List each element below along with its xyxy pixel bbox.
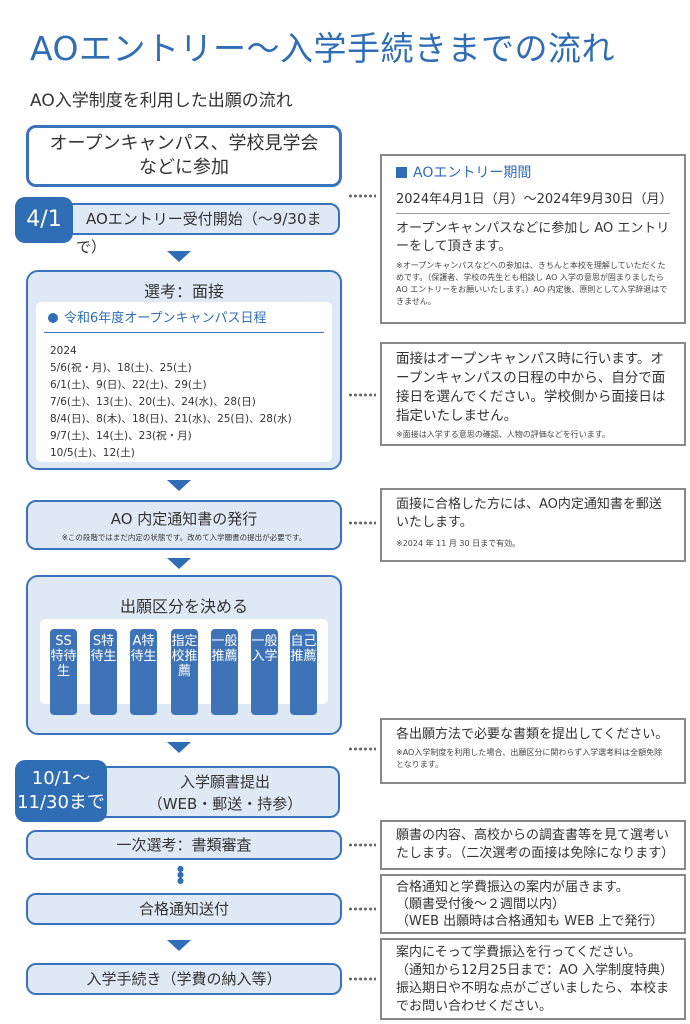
application-date-badge: 10/1〜 11/30まで — [15, 760, 107, 822]
enrollment-label: 入学手続き（学費の納入等） — [86, 970, 282, 988]
flow-arrow — [167, 480, 191, 491]
payment-line2: （通知から12月25日まで：AO 入学制度特典） — [396, 963, 674, 978]
category-s-scholar: S特待生 — [90, 629, 117, 715]
documents-note-box: 各出願方法で必要な書類を提出してください。 ※AO入学制度を利用した場合、出願区… — [380, 718, 686, 784]
schedule-panel: 令和6年度オープンキャンパス日程 2024 5/6(祝・月)、18(土)、25(… — [36, 302, 332, 462]
category-general-recommend: 一般推薦 — [211, 629, 238, 715]
first-screening-label: 一次選考：書類審査 — [116, 836, 252, 854]
period-range: 2024年4月1日（月）〜2024年9月30日（月） — [396, 192, 673, 207]
schedule-date-row: 9/7(土)、14(土)、23(祝・月) — [50, 430, 192, 442]
dotted-connector — [348, 977, 376, 981]
application-line1: 入学願書提出 — [179, 773, 270, 791]
review-text: 願書の内容、高校からの調査書等を見て選考いたします。（二次選考の面接は免除になり… — [396, 828, 675, 861]
period-note-box: AOエントリー期間 2024年4月1日（月）〜2024年9月30日（月） オープ… — [380, 154, 686, 324]
documents-small: ※AO入学制度を利用した場合、出願区分に関わらず入学選考料は全額免除となります。 — [396, 748, 663, 769]
bullet-dot-icon — [48, 313, 58, 323]
entry-date-badge: 4/1 — [15, 197, 73, 243]
schedule-date-row: 5/6(祝・月)、18(土)、25(土) — [50, 362, 192, 374]
application-box: 入学願書提出 （WEB・郵送・持参） — [90, 766, 340, 818]
schedule-title: 令和6年度オープンキャンパス日程 — [64, 311, 267, 326]
interview-note-box: 面接はオープンキャンパス時に行います。オープンキャンパスの日程の中から、自分で面… — [380, 342, 686, 446]
flow-arrow — [167, 558, 191, 569]
dotted-connector — [348, 843, 376, 847]
dotted-connector — [348, 907, 376, 911]
dotted-connector — [348, 521, 376, 525]
schedule-date-row: 6/1(土)、9(日)、22(土)、29(土) — [50, 379, 207, 391]
result-label: 合格通知送付 — [138, 900, 229, 918]
notice-title: AO 内定通知書の発行 — [110, 510, 258, 528]
open-campus-box: オープンキャンパス、学校見学会 などに参加 — [26, 125, 342, 187]
period-text: オープンキャンパスなどに参加し AO エントリーをして頂きます。 — [396, 221, 670, 254]
vertical-dots: ●●● — [177, 864, 184, 885]
open-campus-line1: オープンキャンパス、学校見学会 — [49, 133, 319, 154]
interview-text: 面接はオープンキャンパス時に行います。オープンキャンパスの日程の中から、自分で面… — [396, 351, 666, 424]
notice-note: ※この段階ではまだ内定の状態です。改めて入学願書の提出が必要です。 — [61, 533, 307, 542]
first-screening-box: 一次選考：書類審査 — [26, 830, 342, 860]
flow-arrow — [167, 940, 191, 951]
category-a-scholar: A特待生 — [130, 629, 157, 715]
pass-text: 面接に合格した方には、AO内定通知書を郵送いたします。 — [396, 497, 662, 530]
payment-note-box: 案内にそって学費振込を行ってください。 （通知から12月25日まで：AO 入学制… — [380, 938, 686, 1020]
application-date-line2: 11/30まで — [17, 792, 105, 813]
application-line2: （WEB・郵送・持参） — [147, 795, 303, 813]
schedule-list: 2024 5/6(祝・月)、18(土)、25(土) 6/1(土)、9(日)、22… — [36, 333, 332, 462]
period-small: ※オープンキャンパスなどへの参加は、きちんと本校を理解していただくためです。（保… — [396, 261, 668, 306]
schedule-date-row: 10/5(土)、12(土) — [50, 447, 135, 459]
category-self-recommend: 自己推薦 — [290, 629, 317, 715]
notice-box: AO 内定通知書の発行 ※この段階ではまだ内定の状態です。改めて入学願書の提出が… — [26, 500, 342, 550]
flow-arrow — [167, 251, 191, 262]
pass-note-box: 面接に合格した方には、AO内定通知書を郵送いたします。 ※2024 年 11 月… — [380, 488, 686, 562]
dotted-connector — [348, 747, 376, 751]
schedule-heading: 令和6年度オープンキャンパス日程 — [36, 302, 332, 326]
period-divider — [396, 213, 670, 214]
acceptance-note-box: 合格通知と学費振込の案内が届きます。 （願書受付後〜２週間以内） （WEB 出願… — [380, 874, 686, 934]
dotted-connector — [348, 194, 376, 198]
category-title: 出願区分を決める — [119, 597, 248, 616]
category-designated-school: 指定校推薦 — [171, 629, 198, 715]
category-box: 出願区分を決める SS特待生 S特待生 A特待生 指定校推薦 一般推薦 一般入学… — [26, 575, 342, 735]
square-bullet-icon — [396, 167, 407, 178]
payment-line1: 案内にそって学費振込を行ってください。 — [396, 945, 642, 960]
category-panel: SS特待生 S特待生 A特待生 指定校推薦 一般推薦 一般入学 自己推薦 — [40, 619, 328, 715]
period-title: AOエントリー期間 — [413, 165, 532, 181]
category-ss-scholar: SS特待生 — [50, 629, 77, 715]
acceptance-line2: （願書受付後〜２週間以内） — [396, 897, 566, 912]
acceptance-line1: 合格通知と学費振込の案内が届きます。 — [396, 880, 629, 895]
open-campus-line2: などに参加 — [139, 157, 229, 178]
page-subtitle: AO入学制度を利用した出願の流れ — [30, 91, 293, 111]
schedule-year: 2024 — [50, 345, 77, 357]
period-heading: AOエントリー期間 — [396, 162, 670, 182]
selection-title: 選考：面接 — [143, 282, 224, 301]
category-general-admission: 一般入学 — [251, 629, 278, 715]
entry-start-box: AOエントリー受付開始（〜9/30まで） — [60, 203, 340, 256]
dotted-connector — [348, 393, 376, 397]
documents-text: 各出願方法で必要な書類を提出してください。 — [396, 727, 669, 742]
result-box: 合格通知送付 — [26, 893, 342, 925]
page-title: AOエントリー〜入学手続きまでの流れ — [30, 29, 615, 68]
schedule-date-row: 7/6(土)、13(土)、20(土)、24(水)、28(日) — [50, 396, 256, 408]
entry-start-label: AOエントリー受付開始（〜9/30まで） — [76, 210, 322, 256]
application-date-line1: 10/1〜 — [31, 768, 91, 789]
review-note-box: 願書の内容、高校からの調査書等を見て選考いたします。（二次選考の面接は免除になり… — [380, 820, 686, 870]
pass-small: ※2024 年 11 月 30 日まで有効。 — [396, 539, 521, 548]
flow-arrow — [167, 742, 191, 753]
enrollment-box: 入学手続き（学費の納入等） — [26, 963, 342, 995]
payment-line3: 振込期日や不明な点がございましたら、本校までお問い合わせください。 — [396, 981, 670, 1014]
selection-box: 選考：面接 令和6年度オープンキャンパス日程 2024 5/6(祝・月)、18(… — [26, 270, 342, 470]
acceptance-line3: （WEB 出願時は合格通知も WEB 上で発行） — [396, 914, 664, 929]
schedule-date-row: 8/4(日)、8(木)、18(日)、21(水)、25(日)、28(水) — [50, 413, 292, 425]
schedule-divider — [44, 332, 324, 333]
interview-small: ※面接は入学する意思の確認、人物の評価などを行います。 — [396, 430, 610, 439]
